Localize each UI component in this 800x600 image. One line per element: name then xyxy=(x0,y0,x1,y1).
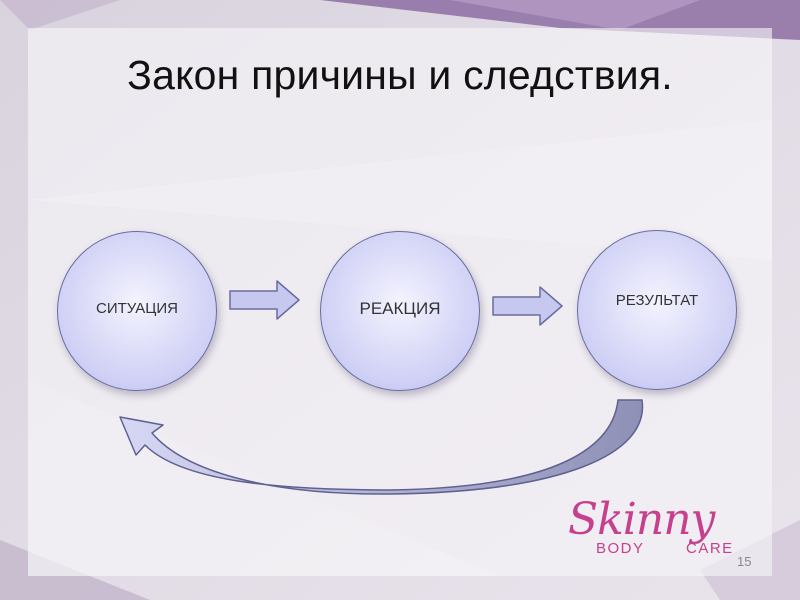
slide-number: 15 xyxy=(737,554,752,569)
right-arrow-icon xyxy=(492,286,563,326)
logo-body-text: BODY xyxy=(596,540,645,557)
logo-script-text: Skinny xyxy=(568,494,715,545)
right-arrow-icon xyxy=(229,280,300,320)
skinny-body-care-logo: Skinny BODY CARE xyxy=(566,490,746,570)
reaction-label: РЕАКЦИЯ xyxy=(359,299,441,318)
result-label: РЕЗУЛЬТАТ xyxy=(615,292,699,309)
logo-care-text: CARE xyxy=(686,540,734,557)
slide-title: Закон причины и следствия. xyxy=(127,52,673,98)
result-node: РЕЗУЛЬТАТ xyxy=(577,230,737,390)
situation-node: СИТУАЦИЯ xyxy=(57,231,217,391)
reaction-node: РЕАКЦИЯ xyxy=(320,231,480,391)
situation-label: СИТУАЦИЯ xyxy=(95,300,179,317)
